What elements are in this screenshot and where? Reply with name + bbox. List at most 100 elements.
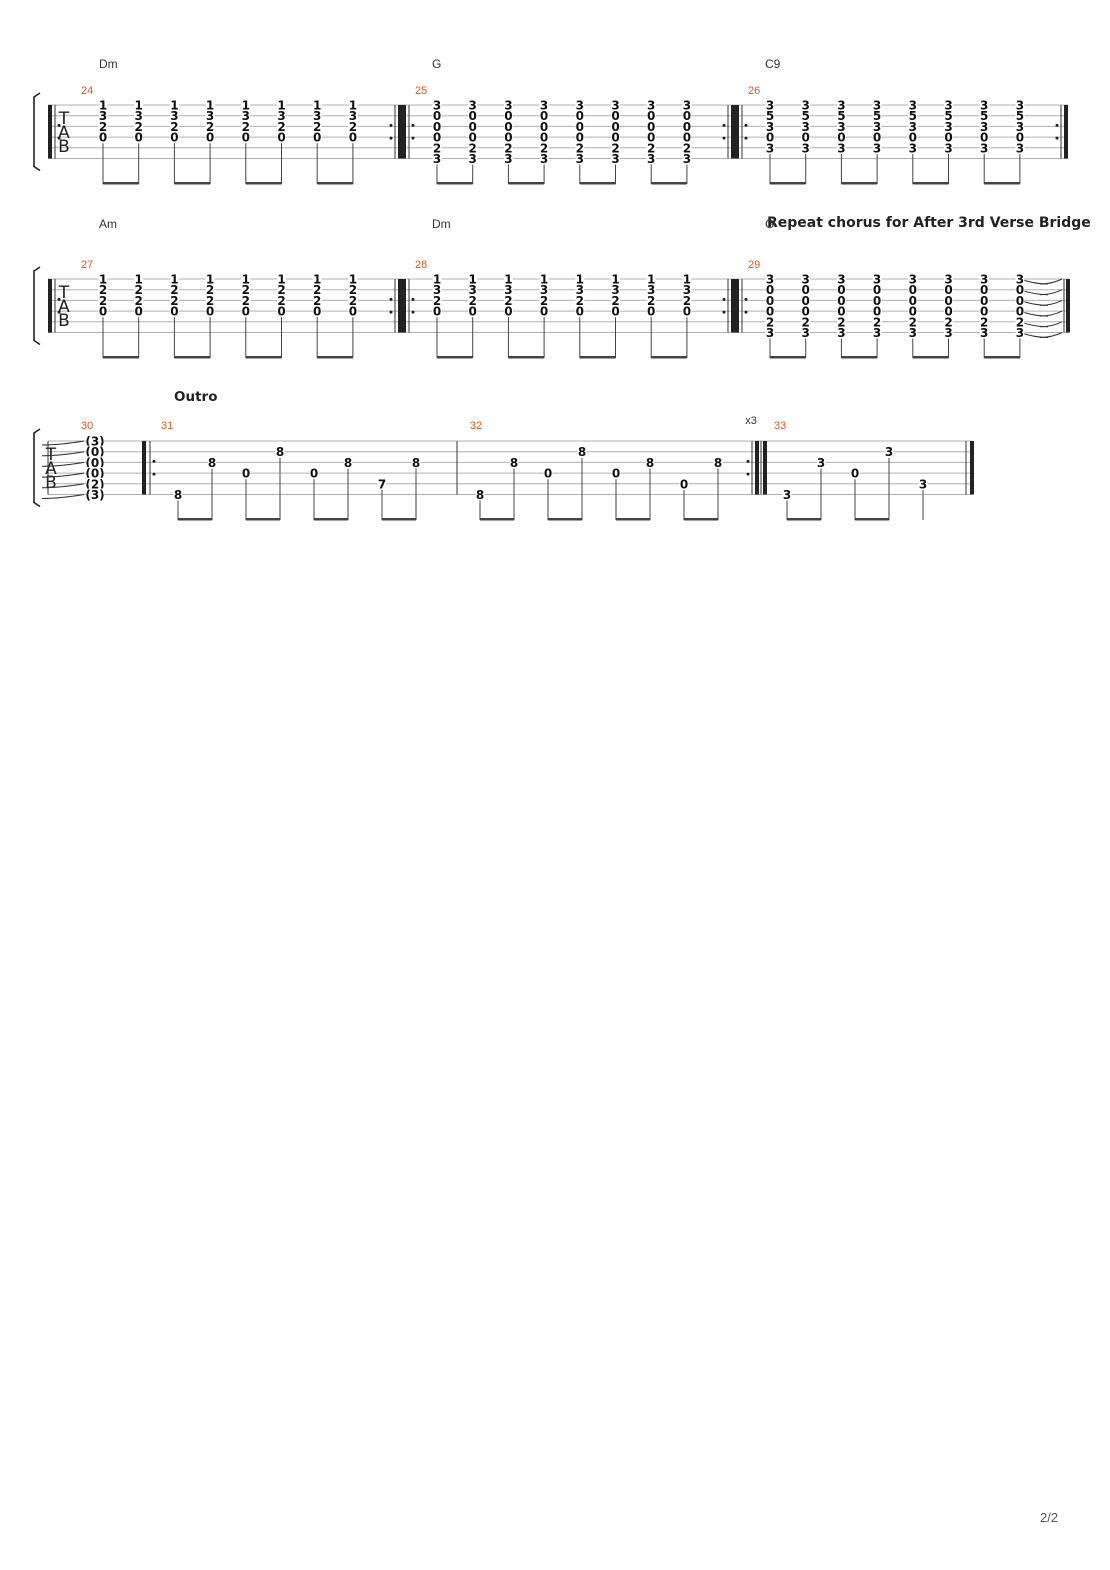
fret-bg: [765, 109, 775, 122]
fret-bg: [348, 273, 358, 285]
fret-number: 1: [242, 273, 250, 287]
fret-bg: [98, 109, 108, 122]
fret-number: 8: [208, 456, 216, 470]
fret-bg: [539, 120, 549, 133]
fret-number: 0: [683, 305, 691, 319]
fret-number: 1: [170, 273, 178, 287]
fret-bg: [979, 99, 989, 111]
fret-bg: [241, 294, 251, 307]
fret-number: 5: [909, 109, 917, 123]
tie-arc: [1039, 332, 1063, 338]
fret-bg: [539, 294, 549, 307]
repeat-dot: [389, 123, 393, 127]
fret-number: 0: [277, 131, 285, 145]
fret-bg: [1015, 294, 1025, 307]
fret-number: 3: [611, 99, 619, 113]
fret-bg: [836, 131, 846, 144]
fret-number: 0: [576, 131, 584, 145]
fret-bg: [575, 99, 585, 111]
fret-bg: [98, 305, 108, 318]
measure-number: 25: [415, 85, 427, 97]
fret-bg: [836, 283, 846, 296]
thick-barline: [735, 105, 739, 159]
measure-number: 27: [81, 259, 93, 271]
fret-bg: [205, 273, 215, 285]
tab-clef-a: A: [58, 123, 70, 143]
fret-bg: [836, 305, 846, 318]
fret-number: 0: [683, 109, 691, 123]
fret-number: 2: [99, 120, 107, 134]
fret-number: 2: [944, 315, 952, 329]
fret-bg: [944, 283, 953, 296]
thick-barline: [731, 279, 735, 333]
fret-bg: [782, 488, 792, 501]
fret-bg: [539, 99, 549, 111]
fret-bg: [539, 152, 549, 165]
fret-bg: [134, 273, 144, 285]
fret-number: 0: [206, 131, 214, 145]
tab-clef-b: B: [45, 473, 57, 493]
fret-number: 2: [504, 294, 512, 308]
fret-number: 1: [135, 99, 143, 113]
fret-bg: [801, 283, 811, 296]
fret-number: 3: [611, 152, 619, 166]
fret-number: 2: [135, 283, 143, 297]
system-bracket: [33, 266, 41, 346]
fret-bg: [134, 305, 144, 318]
fret-bg: [432, 120, 442, 133]
fret-number: 5: [837, 109, 845, 123]
fret-number: 0: [242, 305, 250, 319]
fret-number: 3: [980, 99, 988, 113]
fret-bg: [944, 326, 953, 339]
fret-bg: [309, 467, 319, 480]
fret-bg: [277, 283, 286, 296]
fret-number: 0: [504, 305, 512, 319]
fret-bg: [979, 305, 989, 318]
tab-clef-b: B: [58, 137, 70, 157]
beam: [651, 356, 687, 359]
chord-name: G: [432, 57, 441, 71]
fret-bg: [205, 131, 215, 144]
fret-number: 8: [276, 445, 284, 459]
fret-number: 3: [576, 152, 584, 166]
fret-number: 1: [277, 99, 285, 113]
fret-bg: [348, 109, 358, 122]
fret-bg: [1015, 273, 1025, 285]
fret-number: 0: [170, 131, 178, 145]
fret-number: 2: [469, 294, 477, 308]
beam: [651, 182, 687, 185]
fret-number: 2: [766, 315, 774, 329]
fret-bg: [765, 283, 775, 296]
fret-bg: [503, 283, 513, 296]
fret-number: 1: [313, 99, 321, 113]
repeat-dot: [57, 297, 61, 301]
fret-bg: [646, 283, 656, 296]
fret-bg: [241, 131, 251, 144]
fret-number: 0: [766, 294, 774, 308]
fret-bg: [836, 141, 846, 154]
measure-number: 28: [415, 259, 427, 271]
fret-number: 0: [909, 305, 917, 319]
fret-bg: [944, 294, 953, 307]
thick-barline: [398, 279, 402, 333]
fret-number: 0: [576, 109, 584, 123]
fret-bg: [679, 477, 689, 490]
fret-bg: [575, 131, 585, 144]
fret-bg: [682, 305, 692, 318]
fret-bg: [503, 131, 513, 144]
fret-bg: [1015, 131, 1025, 144]
fret-bg: [205, 120, 215, 133]
fret-number: 2: [802, 315, 810, 329]
thick-barline: [1064, 105, 1068, 159]
fret-number: 0: [469, 120, 477, 134]
fret-number: 3: [944, 99, 952, 113]
fret-number: 3: [504, 283, 512, 297]
repeat-dot: [746, 472, 750, 476]
fret-bg: [646, 305, 656, 318]
fret-number: 0: [1016, 294, 1024, 308]
fret-number: 1: [135, 273, 143, 287]
fret-bg: [765, 273, 775, 285]
repeat-dot: [389, 297, 393, 301]
fret-number: 3: [885, 445, 893, 459]
fret-bg: [343, 456, 353, 469]
